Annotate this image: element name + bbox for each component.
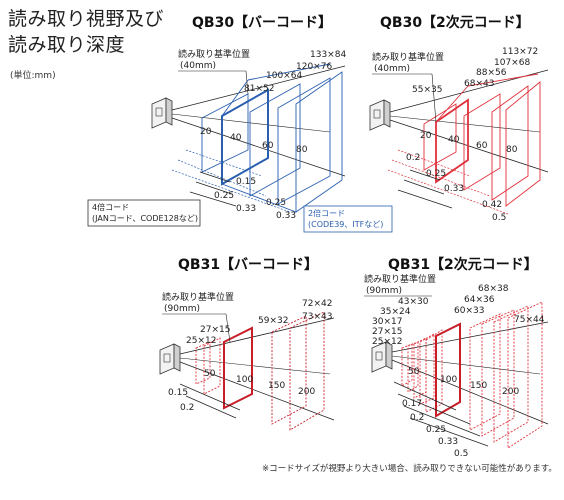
size-label: 75×44 [514,315,545,325]
panel-qb31-bar: 読み取り基準位置 (90mm) 25×12 27×15 59×32 72×42 … [159,291,335,431]
legend-2x-code-title: 2倍コード [308,208,345,218]
page-title-line1: 読み取り視野及び [8,8,165,30]
size-label: 88×56 [476,68,507,78]
scanner-icon [371,341,393,373]
size-label: 25×12 [372,337,402,347]
ref-label-qb30-bar-2: (40mm) [180,61,216,71]
ref-label-qb31-bar-2: (90mm) [164,304,200,314]
ref-label-qb30-2d-2: (40mm) [374,64,410,74]
distance-label: 20 [200,127,212,137]
depth-label: 0.17 [402,399,422,409]
size-label: 25×12 [186,336,216,346]
depth-label: 0.25 [214,191,234,201]
size-label: 30×17 [372,317,402,327]
ref-label-qb30-2d-1: 読み取り基準位置 [372,51,444,63]
size-label: 120×76 [296,62,332,72]
depth-label: 0.2 [180,403,194,413]
distance-label: 200 [502,387,519,397]
scanner-icon [159,343,181,375]
ref-label-qb31-2d-1: 読み取り基準位置 [364,273,436,285]
size-label: 27×15 [200,325,230,335]
ref-label-qb31-2d-2: (90mm) [366,286,402,296]
size-label: 59×32 [258,316,288,326]
panel-title-qb31-bar: QB31【バーコード】 [178,257,319,273]
distance-label: 20 [420,131,432,141]
page-title-line2: 読み取り深度 [8,34,126,56]
size-label: 133×84 [310,50,346,60]
size-label: 81×52 [244,84,274,94]
size-label: 100×64 [266,71,302,81]
size-label: 113×72 [502,47,538,57]
panel-qb30-bar: 読み取り基準位置 (40mm) 81×52 100×64 120×76 133×… [87,48,393,233]
depth-label: 0.42 [482,200,502,210]
size-label: 27×15 [372,327,402,337]
legend-4x-code-title: 4倍コード [92,202,129,212]
distance-label: 60 [262,141,274,151]
depth-label: 0.2 [410,413,424,423]
size-label: 68×38 [478,284,509,294]
distance-label: 40 [230,133,242,143]
scanner-icon [151,97,173,129]
depth-label: 0.25 [266,198,286,208]
ref-label-qb31-bar-1: 読み取り基準位置 [162,291,234,303]
distance-label: 60 [476,141,488,151]
unit-label: (単位:mm) [10,71,56,81]
ref-label-qb30-bar-1: 読み取り基準位置 [178,48,250,60]
scanner-icon [369,99,391,131]
depth-label: 0.33 [444,184,464,194]
depth-label: 0.5 [492,213,506,223]
depth-label: 0.5 [454,449,468,459]
distance-label: 200 [298,387,315,397]
depth-label: 0.33 [236,204,256,214]
panel-qb30-2d: 読み取り基準位置 (40mm) 55×35 68×43 88×56 107×68… [369,47,549,223]
depth-label: 0.15 [236,177,256,187]
distance-label: 100 [236,375,253,385]
distance-label: 50 [204,369,216,379]
depth-label: 0.25 [426,169,446,179]
size-label: 43×30 [398,297,429,307]
size-label: 73×43 [302,312,332,322]
distance-label: 150 [268,381,285,391]
depth-label: 0.2 [406,153,420,163]
depth-label: 0.25 [426,425,446,435]
panel-title-qb31-2d: QB31【2次元コード】 [388,257,538,273]
distance-label: 100 [440,375,457,385]
panel-title-qb30-2d: QB30【2次元コード】 [380,15,530,31]
depth-label: 0.33 [276,211,296,221]
size-label: 35×24 [380,307,411,317]
size-label: 72×42 [302,299,332,309]
depth-label: 0.15 [168,388,188,398]
depth-label: 0.33 [438,437,458,447]
distance-label: 150 [470,381,487,391]
legend-box-4x-code [87,199,201,227]
size-label: 64×36 [464,295,495,305]
distance-label: 40 [448,135,460,145]
panel-qb31-2d: 読み取り基準位置 (90mm) 25×12 27×15 30×17 35×24 … [364,273,549,459]
legend-2x-code-examples: (CODE39、ITFなど) [308,220,383,229]
size-label: 68×43 [464,79,494,89]
legend-box-2x-code [303,205,393,233]
distance-label: 50 [408,367,420,377]
legend-4x-code-examples: (JANコード、CODE128など) [92,214,198,223]
size-label: 107×68 [494,58,530,68]
panel-title-qb30-bar: QB30【バーコード】 [192,15,333,31]
distance-label: 80 [296,145,308,155]
size-label: 60×33 [454,306,484,316]
footnote: ※コードサイズが視野より大きい場合、読み取りできない可能性があります。 [262,464,557,474]
distance-label: 80 [506,145,518,155]
size-label: 55×35 [412,85,442,95]
